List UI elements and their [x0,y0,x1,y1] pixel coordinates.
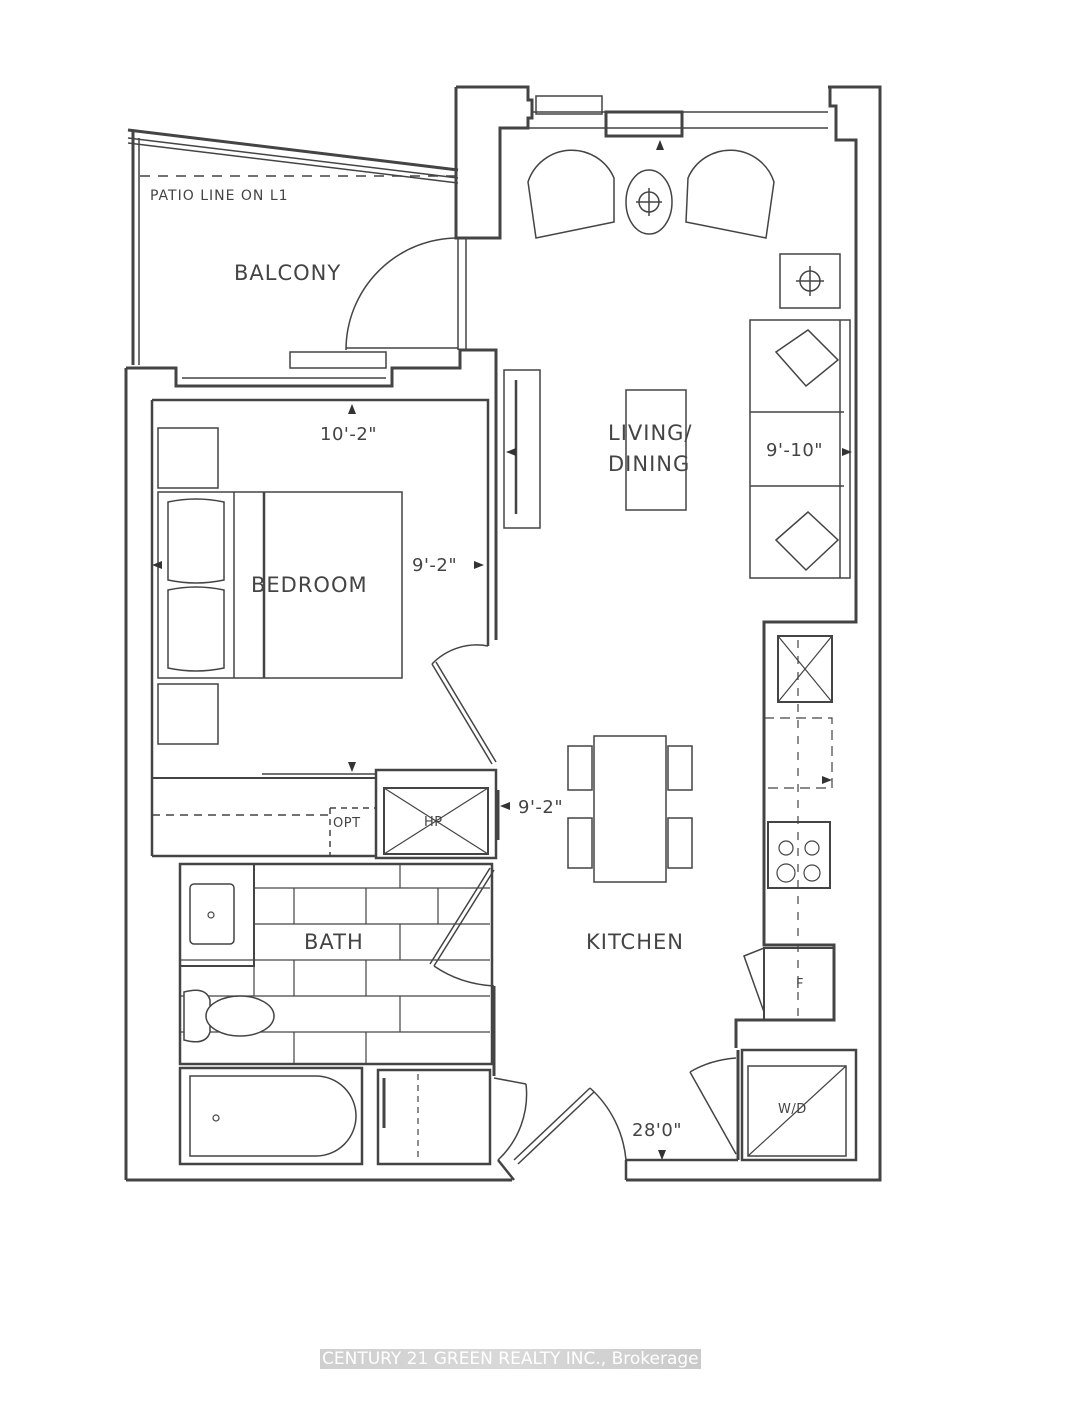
bed [157,427,403,745]
washer-dryer-label: W/D [778,1102,807,1117]
balcony-railing [127,128,459,365]
dim-overall-length: 28'0" [632,1120,683,1141]
bedroom-door [431,644,497,765]
patio-line-note: PATIO LINE ON L1 [150,188,289,204]
fridge-label: F [796,977,804,992]
room-label-dining: DINING [608,452,691,476]
room-label-bedroom: BEDROOM [251,573,368,597]
living-furniture [503,149,851,579]
kitchen-counter [743,622,835,1021]
bathroom [178,862,494,1166]
dim-bedroom-width: 10'-2" [320,424,378,445]
exterior-walls [124,85,882,1182]
opt-label: OPT [333,816,361,831]
bedroom-walls [150,398,490,858]
hp-label: HP [424,815,443,830]
room-label-living: LIVING/ [608,421,693,445]
bath-doors [429,867,528,1181]
dim-living-width: 9'-10" [766,440,824,461]
dimension-arrows [152,140,852,1160]
dining-table [567,735,693,883]
room-label-kitchen: KITCHEN [586,930,684,954]
entry-door [513,1087,738,1180]
washer-dryer-closet [689,1048,858,1162]
dim-kitchen-width: 9'-2" [518,797,564,818]
brokerage-watermark: CENTURY 21 GREEN REALTY INC., Brokerage [320,1349,701,1369]
balcony-door [182,237,467,379]
room-label-bath: BATH [304,930,364,954]
dim-bedroom-depth: 9'-2" [412,555,458,576]
room-label-balcony: BALCONY [234,261,342,285]
heat-pump-closet [374,768,500,860]
